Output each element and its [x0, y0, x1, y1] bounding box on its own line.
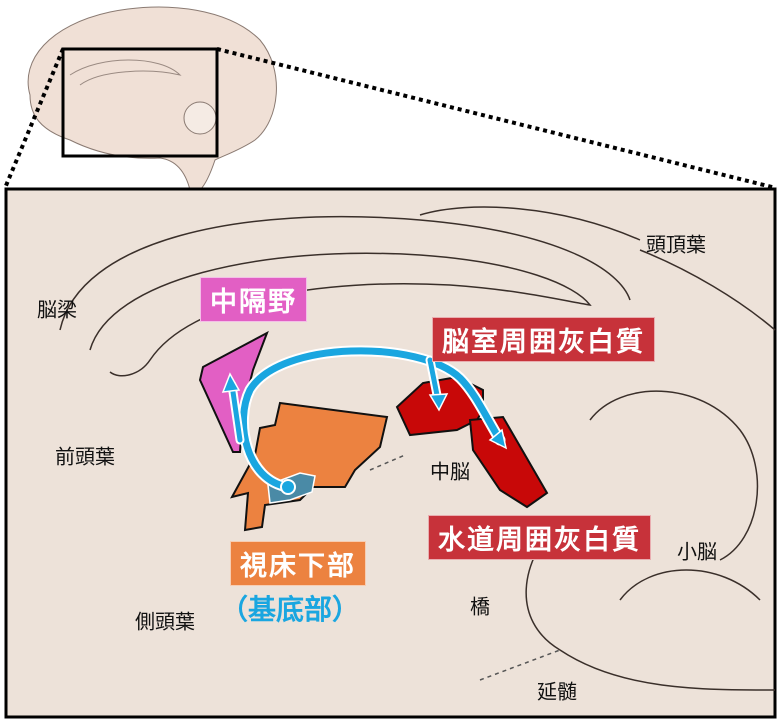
brain-thumbnail: [27, 6, 277, 191]
label-pons: 橋: [470, 594, 490, 619]
zoom-line-left: [3, 48, 65, 189]
zoom-inset-box: [61, 47, 219, 158]
label-temporal-lobe: 側頭葉: [135, 609, 195, 634]
periaqueductal-gray-label: 水道周囲灰白質: [428, 515, 651, 560]
label-parietal-lobe: 頭頂葉: [646, 232, 706, 257]
label-midbrain: 中脳: [430, 459, 470, 484]
brain-outlines: [59, 206, 776, 691]
periaqueductal-gray-shape: [468, 415, 549, 509]
label-corpus-callosum: 脳梁: [37, 297, 77, 322]
label-frontal-lobe: 前頭葉: [55, 444, 115, 469]
label-medulla: 延髄: [537, 679, 577, 704]
periventricular-gray-label: 脳室周囲灰白質: [432, 317, 655, 362]
septal-area-label: 中隔野: [200, 277, 307, 322]
zoom-line-right: [216, 47, 777, 190]
hypothalamus-basal-label: （基底部）: [220, 593, 361, 626]
label-cerebellum: 小脳: [677, 539, 717, 564]
hypothalamus-label: 視床下部: [230, 541, 366, 586]
enlarged-frame: [4, 187, 777, 719]
pathway-arrows: [221, 345, 508, 495]
